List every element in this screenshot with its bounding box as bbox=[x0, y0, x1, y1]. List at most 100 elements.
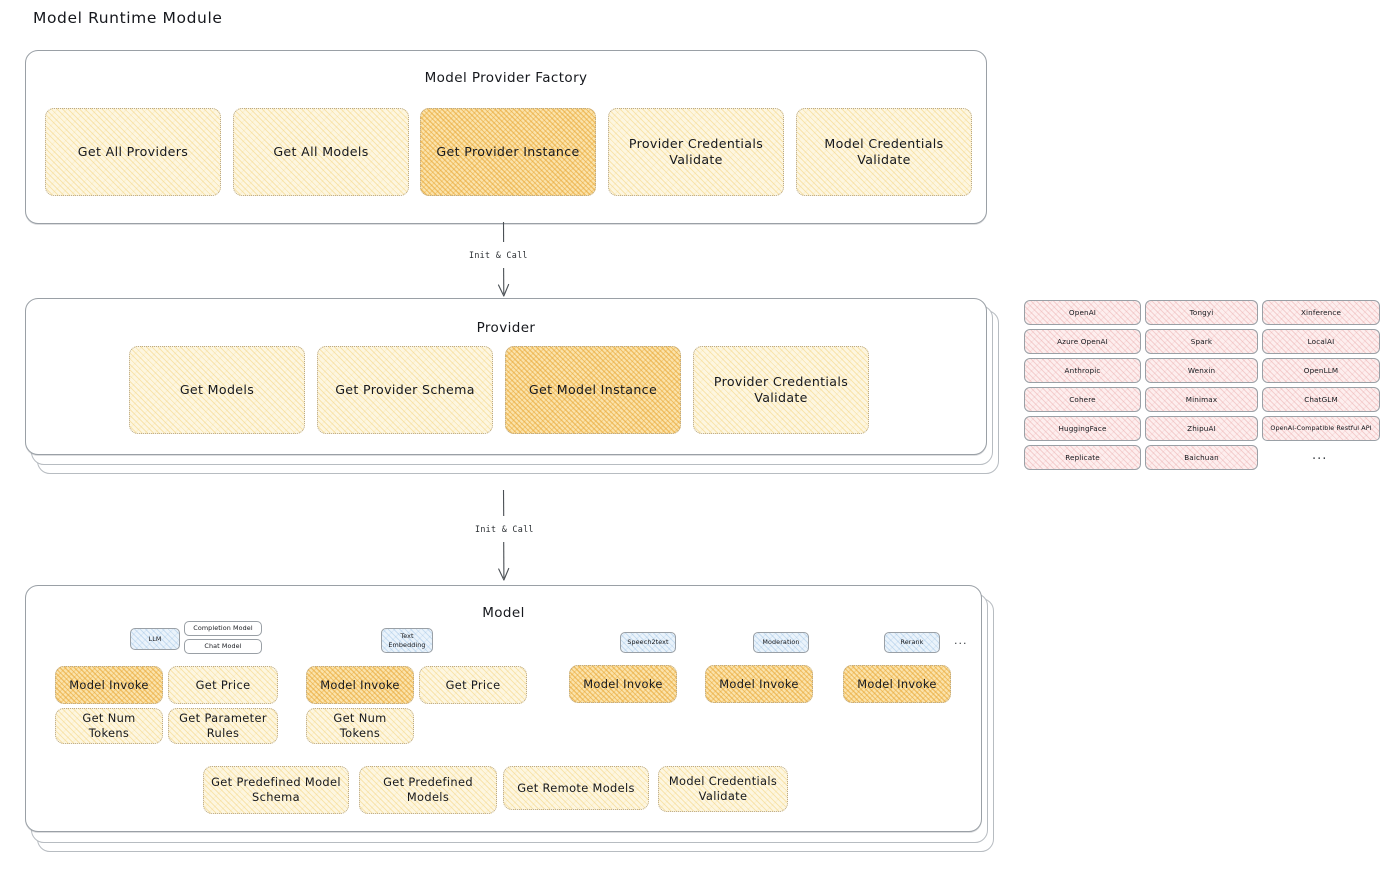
node-embedding-get-price[interactable]: Get Price bbox=[419, 666, 527, 704]
panel-provider: Provider Get Models Get Provider Schema … bbox=[25, 298, 987, 455]
panel-title-model: Model bbox=[482, 605, 525, 621]
node-label: Get All Models bbox=[273, 143, 369, 159]
node-llm-model-invoke[interactable]: Model Invoke bbox=[55, 666, 163, 704]
provider-chip-label: Wenxin bbox=[1187, 366, 1216, 375]
node-label: Get Num Tokens bbox=[333, 711, 387, 740]
provider-chip-label: Azure OpenAI bbox=[1057, 337, 1108, 346]
page-title: Model Runtime Module bbox=[33, 9, 223, 27]
provider-chip-label: ZhipuAI bbox=[1187, 424, 1216, 433]
provider-chip-azure-openai[interactable]: Azure OpenAI bbox=[1024, 329, 1141, 354]
node-get-all-providers[interactable]: Get All Providers bbox=[45, 108, 221, 196]
badge-label: Text Embedding bbox=[388, 632, 426, 649]
provider-chip-baichuan[interactable]: Baichuan bbox=[1145, 445, 1258, 470]
node-moderation-model-invoke[interactable]: Model Invoke bbox=[705, 665, 813, 703]
provider-chip-xinference[interactable]: Xinference bbox=[1262, 300, 1380, 325]
provider-chip-label: Tongyi bbox=[1189, 308, 1214, 317]
node-speech2text-model-invoke[interactable]: Model Invoke bbox=[569, 665, 677, 703]
provider-chip-wenxin[interactable]: Wenxin bbox=[1145, 358, 1258, 383]
node-label: Provider Credentials Validate bbox=[628, 135, 764, 167]
node-embedding-model-invoke[interactable]: Model Invoke bbox=[306, 666, 414, 704]
provider-chip-spark[interactable]: Spark bbox=[1145, 329, 1258, 354]
arrow-label-init-call-2: Init & Call bbox=[475, 524, 534, 534]
badge-model-type-text-embedding[interactable]: Text Embedding bbox=[381, 628, 433, 653]
badge-label: Moderation bbox=[762, 638, 800, 647]
badge-llm-sub-chat-model[interactable]: Chat Model bbox=[184, 639, 262, 654]
provider-chip-label: ChatGLM bbox=[1304, 395, 1338, 404]
node-label: Get Provider Instance bbox=[436, 143, 580, 159]
provider-chip-chatglm[interactable]: ChatGLM bbox=[1262, 387, 1380, 412]
arrow-factory-to-provider: Init & Call bbox=[469, 221, 535, 302]
provider-chip-label: Minimax bbox=[1185, 395, 1218, 404]
node-get-remote-models[interactable]: Get Remote Models bbox=[503, 766, 649, 810]
provider-chip-openai-compatible-restful-api[interactable]: OpenAI-Compatible Restful API bbox=[1262, 416, 1380, 441]
node-rerank-model-invoke[interactable]: Model Invoke bbox=[843, 665, 951, 703]
node-model-credentials-validate[interactable]: Model Credentials Validate bbox=[796, 108, 972, 196]
provider-chip-openllm[interactable]: OpenLLM bbox=[1262, 358, 1380, 383]
provider-chip-label: OpenAI-Compatible Restful API bbox=[1270, 424, 1372, 433]
node-label: Get Price bbox=[445, 677, 501, 692]
node-provider-credentials-validate[interactable]: Provider Credentials Validate bbox=[608, 108, 784, 196]
badge-label: Rerank bbox=[900, 638, 924, 647]
badge-model-type-rerank[interactable]: Rerank bbox=[884, 632, 940, 653]
provider-chip-openai[interactable]: OpenAI bbox=[1024, 300, 1141, 325]
provider-chip-label: Spark bbox=[1190, 337, 1213, 346]
node-label: Get All Providers bbox=[77, 143, 189, 159]
badge-label: Completion Model bbox=[193, 624, 253, 633]
node-llm-get-parameter-rules[interactable]: Get Parameter Rules bbox=[168, 708, 278, 744]
badge-llm-sub-completion-model[interactable]: Completion Model bbox=[184, 621, 262, 636]
node-llm-get-num-tokens[interactable]: Get Num Tokens bbox=[55, 708, 163, 744]
provider-chip-minimax[interactable]: Minimax bbox=[1145, 387, 1258, 412]
panel-model: Model LLM Completion Model Chat Model Te… bbox=[25, 585, 982, 832]
panel-title-provider: Provider bbox=[476, 320, 536, 336]
model-types-more: ... bbox=[954, 634, 968, 647]
provider-chip-label: Baichuan bbox=[1184, 453, 1219, 462]
node-label: Model Credentials Validate bbox=[668, 774, 778, 803]
provider-chip-label: OpenLLM bbox=[1303, 366, 1339, 375]
provider-chip-label: OpenAI bbox=[1068, 308, 1097, 317]
badge-model-type-moderation[interactable]: Moderation bbox=[753, 632, 809, 653]
node-provider-credentials-validate-2[interactable]: Provider Credentials Validate bbox=[693, 346, 869, 434]
provider-list: OpenAI Azure OpenAI Anthropic Cohere Hug… bbox=[1024, 300, 1384, 475]
node-label: Get Price bbox=[195, 677, 251, 692]
provider-list-more: ... bbox=[1312, 448, 1328, 463]
node-model-credentials-validate-2[interactable]: Model Credentials Validate bbox=[658, 766, 788, 812]
provider-chip-huggingface[interactable]: HuggingFace bbox=[1024, 416, 1141, 441]
node-label: Model Invoke bbox=[320, 677, 400, 692]
node-label: Get Predefined Model Schema bbox=[211, 775, 341, 804]
node-get-provider-instance[interactable]: Get Provider Instance bbox=[420, 108, 596, 196]
provider-chip-label: Xinference bbox=[1300, 308, 1342, 317]
node-label: Get Parameter Rules bbox=[179, 711, 267, 740]
provider-chip-localai[interactable]: LocalAI bbox=[1262, 329, 1380, 354]
panel-model-provider-factory: Model Provider Factory Get All Providers… bbox=[25, 50, 987, 224]
node-label: Model Invoke bbox=[583, 676, 663, 691]
node-get-models[interactable]: Get Models bbox=[129, 346, 305, 434]
node-get-predefined-models[interactable]: Get Predefined Models bbox=[359, 766, 497, 814]
provider-chip-tongyi[interactable]: Tongyi bbox=[1145, 300, 1258, 325]
provider-chip-label: Cohere bbox=[1069, 395, 1096, 404]
node-get-model-instance[interactable]: Get Model Instance bbox=[505, 346, 681, 434]
arrow-label-init-call: Init & Call bbox=[469, 250, 528, 260]
provider-chip-replicate[interactable]: Replicate bbox=[1024, 445, 1141, 470]
node-label: Get Num Tokens bbox=[82, 711, 136, 740]
node-llm-get-price[interactable]: Get Price bbox=[168, 666, 278, 704]
provider-chip-cohere[interactable]: Cohere bbox=[1024, 387, 1141, 412]
node-get-provider-schema[interactable]: Get Provider Schema bbox=[317, 346, 493, 434]
provider-chip-anthropic[interactable]: Anthropic bbox=[1024, 358, 1141, 383]
node-label: Model Invoke bbox=[857, 676, 937, 691]
badge-model-type-llm[interactable]: LLM bbox=[130, 628, 180, 650]
provider-chip-zhipuai[interactable]: ZhipuAI bbox=[1145, 416, 1258, 441]
node-label: Get Predefined Models bbox=[383, 775, 473, 804]
badge-label: Chat Model bbox=[204, 642, 242, 651]
node-get-all-models[interactable]: Get All Models bbox=[233, 108, 409, 196]
node-label: Get Remote Models bbox=[517, 780, 635, 795]
node-embedding-get-num-tokens[interactable]: Get Num Tokens bbox=[306, 708, 414, 744]
provider-chip-label: HuggingFace bbox=[1058, 424, 1107, 433]
provider-chip-label: Anthropic bbox=[1064, 366, 1101, 375]
node-label: Model Credentials Validate bbox=[824, 135, 944, 167]
badge-label: Speech2text bbox=[627, 638, 669, 647]
badge-model-type-speech2text[interactable]: Speech2text bbox=[620, 632, 676, 653]
arrow-provider-to-model: Init & Call bbox=[475, 489, 538, 585]
node-label: Model Invoke bbox=[69, 677, 149, 692]
node-get-predefined-model-schema[interactable]: Get Predefined Model Schema bbox=[203, 766, 349, 814]
arrow-icon bbox=[497, 221, 510, 297]
